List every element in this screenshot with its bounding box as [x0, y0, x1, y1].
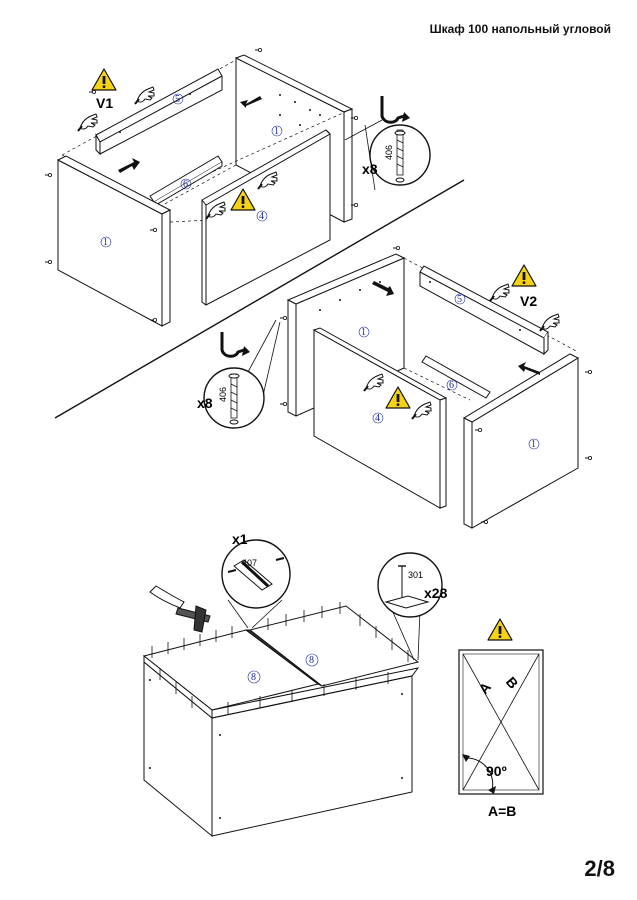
svg-text:1: 1	[361, 327, 366, 338]
strip-callout: 407	[221, 539, 291, 629]
quantity-label: x8	[197, 395, 213, 411]
page-number: 2/8	[584, 856, 615, 881]
svg-text:6: 6	[449, 380, 454, 391]
nail-code: 301	[408, 570, 423, 580]
nail-quantity: x28	[424, 585, 448, 601]
hand-icon	[77, 113, 98, 132]
part-numbers-step3: 8 8	[247, 653, 319, 684]
variant-label: V2	[520, 293, 537, 309]
strip-quantity: x1	[232, 531, 248, 547]
arrow-icon	[372, 281, 394, 296]
warning-icon	[487, 618, 513, 641]
svg-text:6: 6	[183, 179, 188, 190]
nail-markers	[151, 602, 409, 714]
screw-callout-step1: 406	[344, 96, 431, 191]
step2-assembly	[286, 253, 580, 529]
svg-text:1: 1	[274, 126, 279, 137]
screw-callout-step2: 406	[203, 319, 281, 429]
warning-icon	[511, 264, 537, 287]
svg-text:5: 5	[175, 94, 180, 105]
svg-text:5: 5	[457, 294, 462, 305]
hand-icon	[134, 86, 155, 105]
part-numbers-step1: 5 1 6 1 4	[100, 93, 283, 248]
svg-text:1: 1	[103, 237, 108, 248]
screw-code: 406	[218, 387, 228, 402]
svg-text:4: 4	[259, 211, 264, 222]
svg-text:8: 8	[309, 655, 314, 666]
part-numbers-step2: 5 1 6 4 1	[358, 293, 540, 450]
svg-text:8: 8	[251, 672, 256, 683]
rail-6	[421, 355, 491, 399]
svg-text:1: 1	[531, 439, 536, 450]
rail-5	[95, 68, 223, 143]
diagonal-check-diagram	[458, 649, 544, 795]
warning-icon	[91, 68, 117, 91]
svg-text:4: 4	[375, 413, 380, 424]
nail-callout: 301	[377, 552, 443, 661]
document-title: Шкаф 100 напольный угловой	[429, 22, 611, 36]
step1-assembly	[56, 54, 354, 327]
arrow-icon	[240, 96, 262, 108]
strip-code: 407	[242, 558, 257, 568]
step3-cabinet	[142, 605, 420, 838]
hand-icon	[539, 313, 560, 332]
angle-label: 90º	[486, 763, 507, 779]
arrow-icon	[118, 158, 140, 173]
screwdriver-icon	[220, 332, 245, 358]
hand-icon	[489, 283, 510, 302]
screw-code: 406	[384, 145, 394, 160]
quantity-label: x8	[362, 161, 378, 177]
arrow-icon	[518, 362, 540, 375]
diagonal-rule: A=B	[488, 803, 516, 819]
variant-label: V1	[96, 95, 113, 111]
step-divider	[54, 179, 465, 419]
screwdriver-icon	[380, 96, 405, 124]
hammer-icon	[149, 585, 211, 633]
